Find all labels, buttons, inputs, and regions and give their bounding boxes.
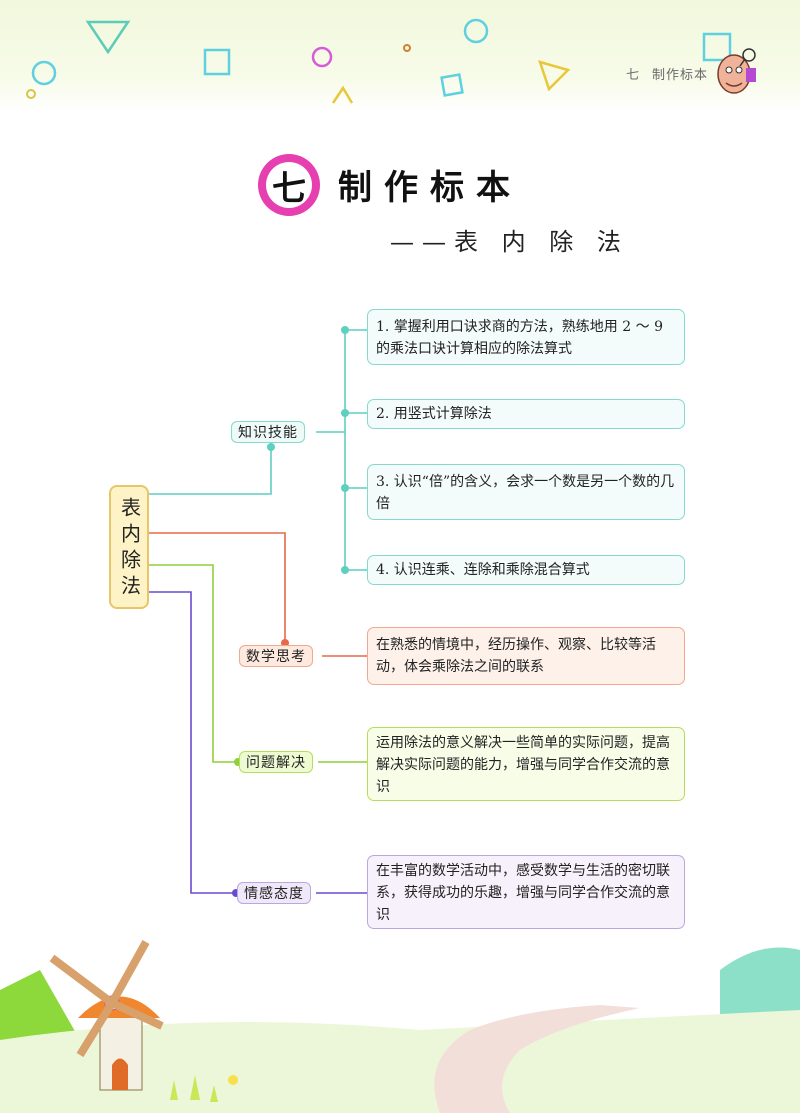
mascot-icon <box>717 48 756 94</box>
knowledge-item-3: 3. 认识“倍”的含义，会求一个数是另一个数的几倍 <box>367 464 685 520</box>
header-chapter-number: 七 <box>625 68 640 83</box>
connector-dot <box>232 889 240 897</box>
branch-problem-solving: 问题解决 <box>239 751 313 773</box>
problem-solving-goal: 运用除法的意义解决一些简单的实际问题，提高解决实际问题的能力，增强与同学合作交流… <box>367 727 685 801</box>
windmill-icon <box>49 940 164 1091</box>
page-subtitle: ——表 内 除 法 <box>390 228 629 256</box>
connector-dot <box>341 409 349 417</box>
connector-dot <box>234 758 242 766</box>
chapter-badge-number: 七 <box>266 162 312 209</box>
connector-dot <box>267 443 275 451</box>
connector-dot <box>341 484 349 492</box>
page-title: 制作标本 <box>338 168 522 208</box>
emotion-attitude-goal: 在丰富的数学活动中，感受数学与生活的密切联系，获得成功的乐趣，增强与同学合作交流… <box>367 855 685 929</box>
running-header: 七制作标本 <box>626 64 708 83</box>
header-chapter-name: 制作标本 <box>651 68 708 83</box>
chapter-badge: 七 <box>258 154 320 216</box>
header-band <box>0 0 800 112</box>
connector-dot <box>281 639 289 647</box>
connector-dot <box>341 566 349 574</box>
connector-dot <box>341 326 349 334</box>
branch-emotion-attitude: 情感态度 <box>237 882 311 904</box>
knowledge-item-4: 4. 认识连乘、连除和乘除混合算式 <box>367 555 685 585</box>
math-thinking-goal: 在熟悉的情境中，经历操作、观察、比较等活动，体会乘除法之间的联系 <box>367 627 685 685</box>
bottom-scenery <box>0 940 800 1113</box>
header-decorations <box>26 18 732 104</box>
knowledge-item-2: 2. 用竖式计算除法 <box>367 399 685 429</box>
branch-math-thinking: 数学思考 <box>239 645 313 667</box>
mindmap-root: 表内除法 <box>109 485 149 609</box>
knowledge-item-1: 1. 掌握利用口诀求商的方法，熟练地用 2 ～ 9 的乘法口诀计算相应的除法算式 <box>367 309 685 365</box>
branch-knowledge-skills: 知识技能 <box>231 421 305 443</box>
